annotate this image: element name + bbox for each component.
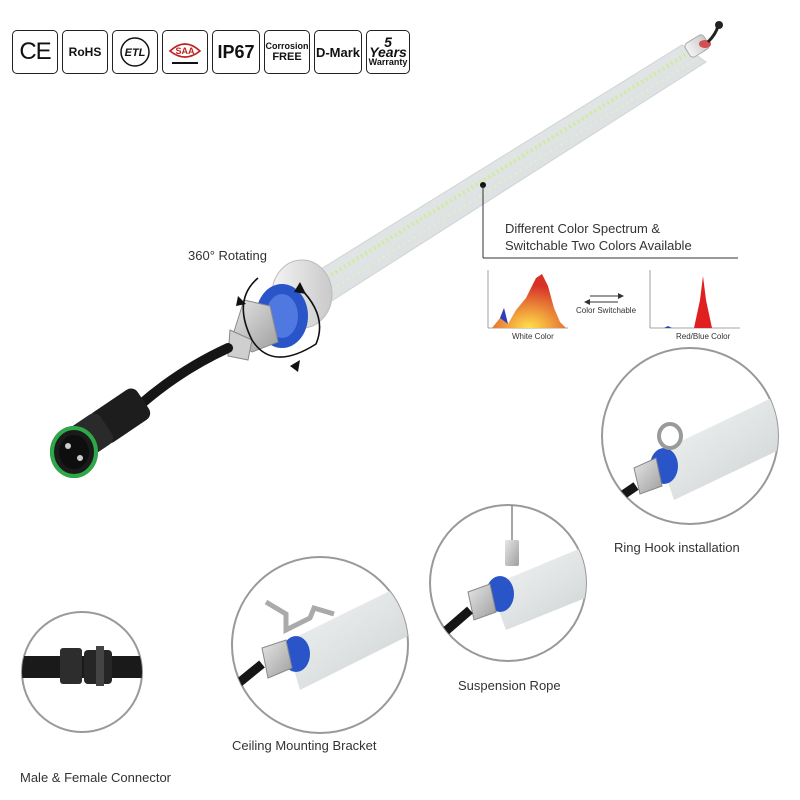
- ceiling-bracket-label: Ceiling Mounting Bracket: [232, 738, 377, 753]
- saa-badge: SAA: [162, 30, 208, 74]
- ip67-label: IP67: [217, 41, 255, 62]
- warranty-years-label: 5 Years: [369, 34, 407, 60]
- warranty-badge: 5 Years Warranty: [366, 30, 410, 74]
- corrosion-label: Corrosion: [265, 41, 309, 51]
- ring-hook-label: Ring Hook installation: [614, 540, 740, 555]
- redblue-spectrum-chart: [649, 270, 740, 329]
- saa-logo-icon: SAA: [168, 43, 202, 64]
- cable-connector: [50, 343, 233, 478]
- connector-label: Male & Female Connector: [20, 770, 172, 785]
- spectrum-title-line2: Switchable Two Colors Available: [505, 238, 692, 253]
- svg-text:ETL: ETL: [125, 47, 146, 59]
- svg-text:SAA: SAA: [175, 46, 195, 56]
- dmark-badge: D-Mark: [314, 30, 362, 74]
- spectrum-title: Different Color Spectrum & Switchable Tw…: [505, 220, 692, 254]
- ce-label: CE: [19, 38, 51, 65]
- rohs-label: RoHS: [68, 45, 102, 59]
- etl-badge: ETL: [112, 30, 158, 74]
- corrosion-free-badge: Corrosion FREE: [264, 30, 310, 74]
- led-tube: [299, 21, 723, 303]
- warranty-label: Warranty: [368, 57, 408, 67]
- etl-logo-icon: ETL: [120, 37, 150, 67]
- rohs-badge: RoHS: [62, 30, 108, 74]
- rotating-label: 360° Rotating: [188, 248, 267, 263]
- white-spectrum-chart: [487, 270, 568, 329]
- suspension-detail: [429, 504, 587, 662]
- ce-badge: CE: [12, 30, 58, 74]
- switch-arrows-icon: [584, 293, 624, 305]
- spectrum-title-line1: Different Color Spectrum &: [505, 221, 661, 236]
- connector-detail: [21, 611, 143, 733]
- free-label: FREE: [272, 51, 302, 63]
- white-color-label: White Color: [512, 332, 554, 341]
- suspension-rope-label: Suspension Rope: [458, 678, 561, 693]
- ip67-badge: IP67: [212, 30, 260, 74]
- color-switchable-label: Color Switchable: [576, 306, 637, 315]
- certification-badges: CE RoHS ETL SAA IP67 Corrosion FREE D-Ma…: [12, 30, 410, 74]
- dmark-label: D-Mark: [315, 44, 361, 60]
- tube-end-assembly: [227, 259, 333, 361]
- spectrum-callout: [480, 182, 738, 259]
- bracket-detail: [231, 556, 409, 734]
- ring-hook-detail: [601, 347, 779, 525]
- red-blue-color-label: Red/Blue Color: [676, 332, 731, 341]
- rotation-arrow-icon: [236, 277, 321, 372]
